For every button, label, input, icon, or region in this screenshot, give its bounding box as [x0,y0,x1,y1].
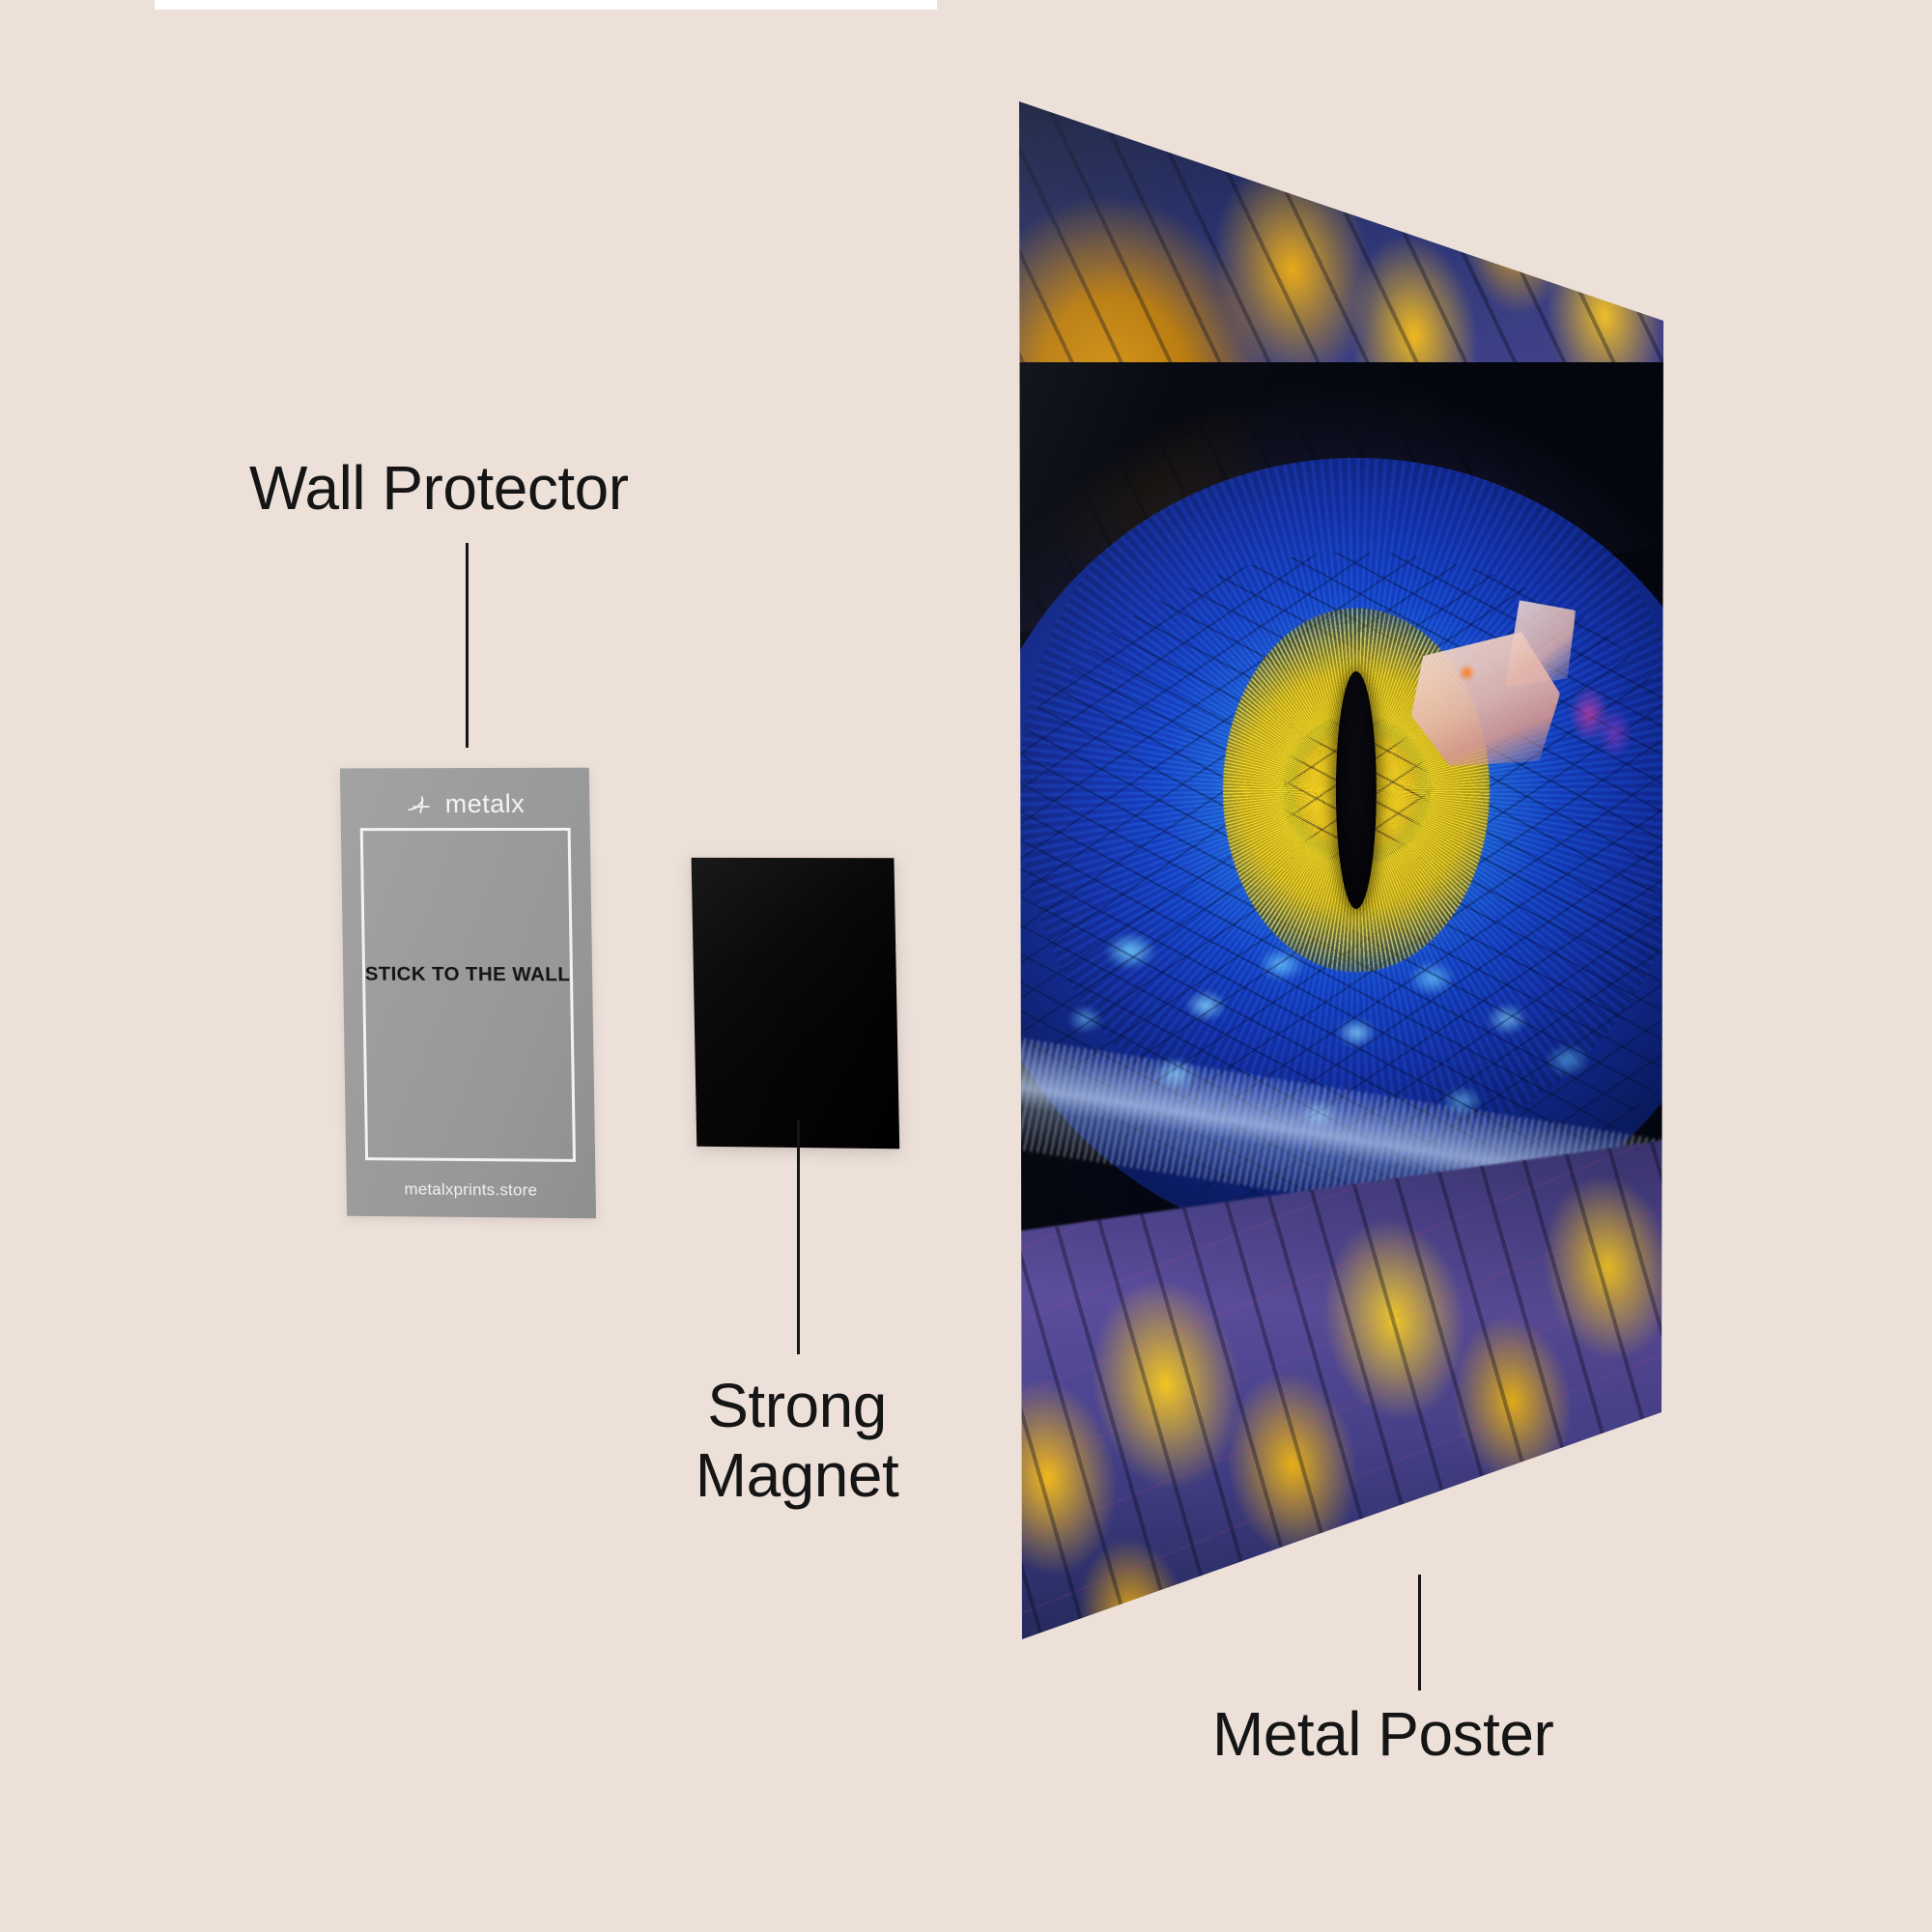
metal-poster-product [1019,101,1663,1639]
leader-line-wall-protector [466,543,469,748]
brand-name-text: metalx [444,788,526,819]
stick-to-the-wall-text: STICK TO THE WALL [364,962,571,986]
annotation-label-wall-protector: Wall Protector [249,453,629,523]
annotation-label-metal-poster: Metal Poster [1212,1699,1554,1769]
strong-magnet-product [691,857,900,1150]
dragon-eye-artwork [1019,101,1663,1639]
store-url-text: metalxprints.store [404,1179,538,1200]
annotation-label-strong-magnet: Strong Magnet [695,1371,899,1510]
slit-pupil [1335,670,1378,909]
brand-logo: metalx [340,788,589,819]
leader-line-strong-magnet [797,1121,800,1354]
wall-protector-card: metalx STICK TO THE WALL metalxprints.st… [339,767,597,1219]
leader-line-metal-poster [1418,1575,1421,1690]
orange-sparkle [1458,663,1476,683]
metalx-cross-logo-icon [405,793,438,816]
wall-protector-product: metalx STICK TO THE WALL metalxprints.st… [339,767,597,1219]
secondary-reflection-highlight [1505,600,1577,688]
card-inner-border [359,827,577,1162]
magnet-square [691,857,900,1150]
magnet-sheen [691,857,900,1150]
top-white-strip [155,0,937,10]
magenta-scale-fleck [1568,679,1639,767]
